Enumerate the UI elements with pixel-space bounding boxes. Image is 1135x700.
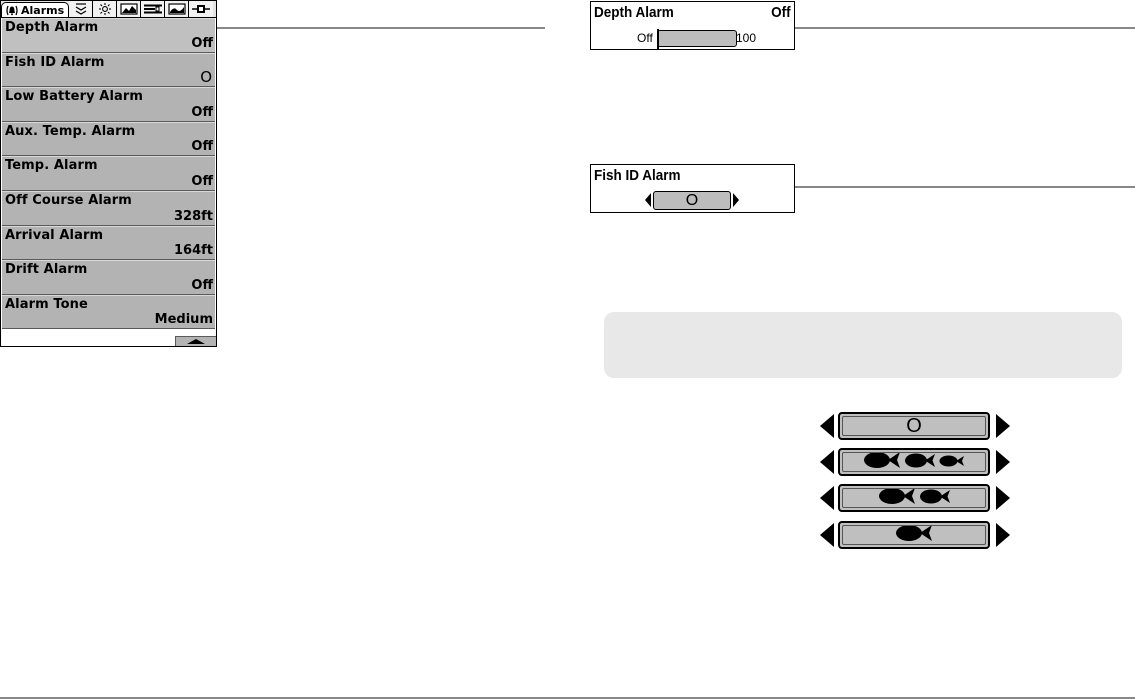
fish-option-off[interactable]: O xyxy=(820,412,1010,440)
fish-medium-icon xyxy=(919,488,951,509)
fish-option-box: O xyxy=(838,412,990,440)
alarms-menu-list: Depth Alarm Off Fish ID Alarm O Low Batt… xyxy=(2,18,215,330)
tab-view[interactable] xyxy=(165,1,189,17)
chart-icon xyxy=(119,3,138,15)
menu-item-value: O xyxy=(200,68,212,87)
tab-light[interactable] xyxy=(93,1,117,17)
menu-item-value: 164ft xyxy=(173,243,213,259)
menu-item-aux-temp-alarm[interactable]: Aux. Temp. Alarm Off xyxy=(2,121,215,157)
menu-item-value: 328ft xyxy=(173,208,213,224)
right-arrow-icon[interactable] xyxy=(733,193,739,207)
tab-alarms[interactable]: Alarms xyxy=(1,2,69,17)
left-arrow-icon[interactable] xyxy=(645,193,651,207)
menu-item-value: Medium xyxy=(154,312,213,328)
menu-item-label: Aux. Temp. Alarm xyxy=(5,123,136,139)
scroll-up-indicator[interactable] xyxy=(175,336,216,346)
menu-item-value: Off xyxy=(191,35,213,51)
fish-large-icon xyxy=(878,486,916,510)
tab-setup[interactable] xyxy=(141,1,165,17)
fish-id-selector[interactable]: O xyxy=(653,191,731,210)
fish-small-icon xyxy=(939,453,965,472)
right-arrow-icon xyxy=(996,450,1010,474)
fish-id-alarm-dialog: Fish ID Alarm O xyxy=(590,164,795,213)
accessories-icon xyxy=(192,3,210,15)
depth-alarm-value: Off xyxy=(771,4,791,21)
menu-item-off-course-alarm[interactable]: Off Course Alarm 328ft xyxy=(2,190,215,226)
menu-item-value: Off xyxy=(191,277,213,293)
left-arrow-icon xyxy=(820,523,834,547)
right-arrow-icon xyxy=(996,414,1010,438)
depth-slider-min-label: Off xyxy=(637,31,653,45)
menu-item-alarm-tone[interactable]: Alarm Tone Medium xyxy=(2,294,215,330)
menu-item-value: Off xyxy=(191,139,213,155)
tab-accessories[interactable] xyxy=(189,1,213,17)
fish-large-icon xyxy=(863,450,901,474)
menu-item-label: Depth Alarm xyxy=(5,20,99,35)
callout-line-fish-id xyxy=(795,186,1135,188)
menu-item-label: Arrival Alarm xyxy=(5,227,104,243)
right-arrow-icon xyxy=(996,486,1010,510)
depth-slider-max-label: 100 xyxy=(736,31,757,45)
alarms-menu-panel: Alarms xyxy=(0,0,217,347)
menu-item-arrival-alarm[interactable]: Arrival Alarm 164ft xyxy=(2,225,215,261)
menu-item-temp-alarm[interactable]: Temp. Alarm Off xyxy=(2,156,215,191)
menu-item-label: Fish ID Alarm xyxy=(5,54,105,70)
menu-item-label: Alarm Tone xyxy=(5,296,88,312)
menu-tab-bar: Alarms xyxy=(1,1,216,18)
left-arrow-icon xyxy=(820,414,834,438)
menu-item-drift-alarm[interactable]: Drift Alarm Off xyxy=(2,260,215,295)
callout-line-menu xyxy=(217,27,545,29)
sonar-icon xyxy=(74,3,88,15)
fish-option-all-sizes[interactable] xyxy=(820,448,1010,476)
fish-option-box xyxy=(838,484,990,512)
depth-alarm-slider[interactable] xyxy=(657,30,737,47)
menu-item-value: Off xyxy=(191,173,213,189)
left-arrow-icon xyxy=(820,486,834,510)
fish-medium-icon xyxy=(904,452,936,473)
menu-item-fish-id-alarm[interactable]: Fish ID Alarm O xyxy=(2,52,215,88)
note-box xyxy=(604,312,1122,378)
menu-item-label: Off Course Alarm xyxy=(5,192,132,208)
menu-item-low-battery-alarm[interactable]: Low Battery Alarm Off xyxy=(2,87,215,122)
menu-item-value: Off xyxy=(191,104,213,120)
menu-item-label: Drift Alarm xyxy=(5,262,88,278)
depth-alarm-title: Depth Alarm xyxy=(594,4,674,21)
view-icon xyxy=(167,3,186,15)
fish-large-icon xyxy=(895,523,933,547)
light-icon xyxy=(98,3,112,15)
tab-chart[interactable] xyxy=(117,1,141,17)
alarm-bell-icon xyxy=(5,5,19,16)
menu-item-label: Temp. Alarm xyxy=(5,158,98,174)
fish-id-alarm-title: Fish ID Alarm xyxy=(594,167,681,184)
fish-option-large[interactable] xyxy=(820,521,1010,549)
setup-icon xyxy=(143,3,163,15)
menu-item-depth-alarm[interactable]: Depth Alarm Off xyxy=(2,18,215,53)
fish-id-selector-value: O xyxy=(685,191,699,209)
fish-option-box xyxy=(838,521,990,549)
callout-line-depth xyxy=(795,27,1135,29)
right-arrow-icon xyxy=(996,523,1010,547)
tab-alarms-label: Alarms xyxy=(21,3,65,17)
depth-alarm-dialog: Depth Alarm Off Off 100 xyxy=(590,1,795,50)
fish-option-large-medium[interactable] xyxy=(820,484,1010,512)
depth-slider-thumb[interactable] xyxy=(657,29,659,49)
menu-item-label: Low Battery Alarm xyxy=(5,89,144,105)
scroll-up-arrow-icon xyxy=(187,339,205,344)
page-bottom-rule xyxy=(0,697,1135,699)
left-arrow-icon xyxy=(820,450,834,474)
tab-sonar[interactable] xyxy=(69,1,93,17)
fish-option-box xyxy=(838,448,990,476)
fish-option-symbol: O xyxy=(906,414,922,437)
